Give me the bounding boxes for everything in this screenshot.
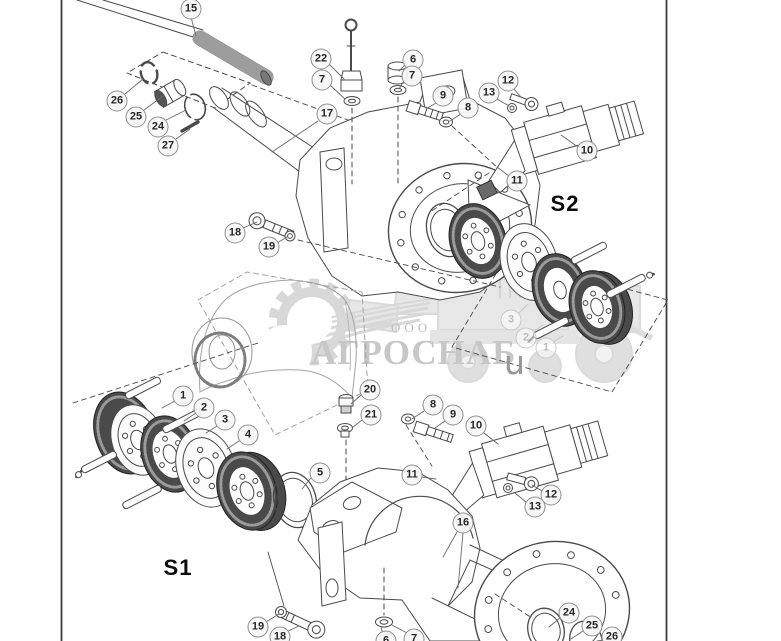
part-bolt-9-top bbox=[405, 99, 501, 171]
callout-18: 18 bbox=[224, 222, 246, 244]
callout-26: 26 bbox=[601, 626, 623, 641]
callout-7: 7 bbox=[311, 69, 333, 91]
part-group-discs-s2 bbox=[425, 202, 669, 393]
watermark-suffix-letter: u bbox=[504, 343, 525, 382]
part-motor-10-top bbox=[476, 100, 645, 201]
callout-18: 18 bbox=[269, 626, 291, 641]
callout-26: 26 bbox=[106, 90, 128, 112]
callout-12: 12 bbox=[540, 484, 562, 506]
callout-10: 10 bbox=[576, 140, 598, 162]
callout-11: 11 bbox=[506, 170, 528, 192]
section-label-s1: S1 bbox=[163, 555, 193, 580]
callout-3: 3 bbox=[500, 309, 522, 331]
callout-21: 21 bbox=[360, 404, 382, 426]
callout-16: 16 bbox=[452, 512, 474, 534]
part-housing-16 bbox=[267, 467, 631, 641]
callout-22: 22 bbox=[310, 48, 332, 70]
callout-15: 15 bbox=[180, 0, 202, 20]
callout-2: 2 bbox=[193, 397, 215, 419]
callout-3: 3 bbox=[214, 409, 236, 431]
callout-9: 9 bbox=[442, 404, 464, 426]
callout-19: 19 bbox=[258, 236, 280, 258]
callout-19: 19 bbox=[247, 616, 269, 638]
part-plug-6 bbox=[387, 61, 408, 187]
callout-6: 6 bbox=[375, 630, 397, 641]
flange-bolt-holes-bottom bbox=[484, 550, 620, 633]
watermark-company-prefix: ООО bbox=[391, 320, 432, 335]
callout-13: 13 bbox=[524, 496, 546, 518]
callout-25: 25 bbox=[581, 615, 603, 637]
part-bolt-12-bottom bbox=[503, 472, 539, 493]
callout-2: 2 bbox=[515, 327, 537, 349]
part-carrier-ghost bbox=[191, 271, 369, 436]
callout-4: 4 bbox=[237, 424, 259, 446]
callout-11: 11 bbox=[401, 464, 423, 486]
callout-27: 27 bbox=[157, 135, 179, 157]
part-seal-ring-5 bbox=[272, 471, 318, 529]
part-group-discs-s1 bbox=[72, 342, 318, 531]
part-shaft-15 bbox=[76, 0, 274, 86]
callout-8: 8 bbox=[457, 97, 479, 119]
part-bolt-9-bottom bbox=[401, 413, 454, 467]
part-bolt-18-top bbox=[248, 212, 501, 288]
section-label-s2: S2 bbox=[550, 191, 580, 216]
callout-5: 5 bbox=[309, 462, 331, 484]
callout-7: 7 bbox=[403, 628, 425, 641]
callout-12: 12 bbox=[497, 70, 519, 92]
callout-24: 24 bbox=[558, 602, 580, 624]
part-dipstick-22 bbox=[340, 18, 363, 185]
callout-20: 20 bbox=[359, 379, 381, 401]
callout-10: 10 bbox=[465, 415, 487, 437]
part-bolt-12-top bbox=[507, 93, 539, 113]
callout-leader-lines bbox=[124, 16, 605, 641]
callout-24: 24 bbox=[147, 116, 169, 138]
callout-8: 8 bbox=[422, 394, 444, 416]
callout-1: 1 bbox=[535, 337, 557, 359]
part-seal-ring-24-bottom bbox=[494, 593, 603, 641]
callout-7: 7 bbox=[401, 65, 423, 87]
part-washer-7-bottom bbox=[375, 567, 393, 628]
callout-25: 25 bbox=[125, 106, 147, 128]
watermark-company-name: АГРОСНАБ bbox=[311, 333, 517, 372]
callout-9: 9 bbox=[432, 85, 454, 107]
callout-1: 1 bbox=[172, 385, 194, 407]
callout-13: 13 bbox=[478, 82, 500, 104]
callout-17: 17 bbox=[316, 103, 338, 125]
